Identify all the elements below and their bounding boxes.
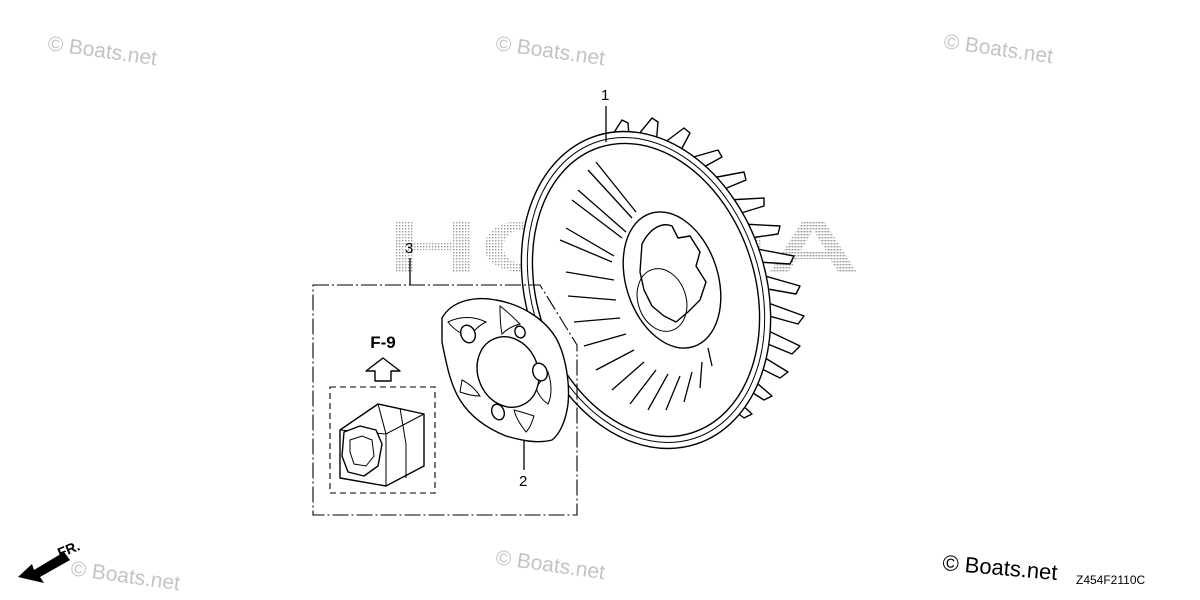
watermark-bottom-left: © Boats.net (69, 557, 181, 595)
watermark-bottom-center: © Boats.net (494, 546, 606, 584)
bushing-subassembly-box (329, 386, 436, 494)
bushing-part (339, 403, 425, 487)
flywheel-part (520, 117, 805, 450)
kit-reference-label: F-9 (370, 333, 396, 352)
arrow-up-icon (365, 357, 401, 382)
callout-2: 2 (519, 473, 527, 490)
watermark-top-right: © Boats.net (942, 30, 1054, 68)
watermark-top-center: © Boats.net (494, 32, 606, 70)
front-marker-label: FR. (55, 537, 82, 560)
front-direction-marker: FR. (18, 537, 82, 583)
flywheel-vanes (559, 161, 713, 411)
callout-3: 3 (405, 240, 413, 257)
kit-boundary (312, 284, 578, 516)
plate-part (441, 297, 570, 443)
brand-label: © Boats.net (942, 550, 1059, 585)
diagram-code: Z454F2110C (1076, 573, 1145, 587)
flywheel-hub-bore (639, 224, 707, 323)
callout-1: 1 (601, 87, 609, 104)
plate-center-hole (476, 336, 540, 408)
watermark-top-left: © Boats.net (46, 32, 158, 70)
